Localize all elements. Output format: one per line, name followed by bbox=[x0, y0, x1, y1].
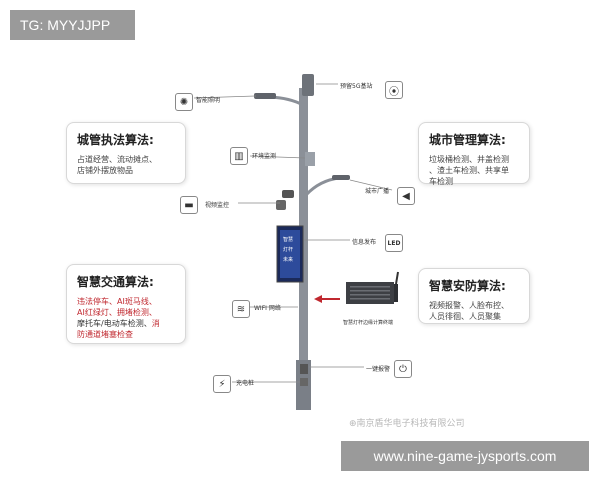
city-management-title: 城市管理算法: bbox=[429, 133, 506, 147]
charging-icon: ⚡ bbox=[213, 375, 231, 393]
smart-traffic-line: AI红绿灯、拥堵检测、 bbox=[77, 308, 157, 317]
city-management-box: 城市管理算法: 垃圾桶检测、井盖检测 、渣土车检测、共享单 车检测 bbox=[418, 122, 530, 186]
env-sensor bbox=[305, 152, 315, 166]
city-management-line: 垃圾桶检测、井盖检测 bbox=[429, 155, 509, 164]
smart-security-line: 视频报警、人脸布控、 bbox=[429, 301, 509, 310]
camera-icon: ▬ bbox=[180, 196, 198, 214]
smart-security-box: 智慧安防算法: 视频报警、人脸布控、 人员徘徊、人员聚集 bbox=[418, 268, 530, 324]
city-management-line: 、渣土车检测、共享单 bbox=[429, 166, 509, 175]
smart-traffic-line: 违法停车、AI斑马线、 bbox=[77, 297, 157, 306]
charger-port bbox=[300, 378, 308, 386]
label-env-monitor: 环境监测 bbox=[252, 153, 277, 160]
edge-device bbox=[346, 282, 394, 304]
lamp-head bbox=[254, 93, 276, 99]
env-monitor-icon: ▥ bbox=[230, 147, 248, 165]
led-icon: LED bbox=[385, 234, 403, 252]
label-edge-computing: 智慧灯杆边缘计算终端 bbox=[343, 320, 394, 326]
camera bbox=[282, 190, 294, 198]
antenna-icon: ⦿ bbox=[385, 81, 403, 99]
screen-text-2: 灯杆 bbox=[283, 247, 294, 253]
label-info-release: 信息发布 bbox=[352, 239, 377, 246]
label-charging: 充电桩 bbox=[236, 380, 255, 387]
smart-traffic-red-text: 消 bbox=[151, 319, 160, 328]
speaker-icon: ◀ bbox=[397, 187, 415, 205]
urban-enforcement-line: 占道经营、流动摊点、 bbox=[77, 155, 157, 164]
alarm-box bbox=[300, 364, 308, 374]
light-bulb-icon: ✺ bbox=[175, 93, 193, 111]
smart-traffic-line: 防通道堵塞检查 bbox=[77, 330, 133, 339]
label-wifi: WIFI 网络 bbox=[254, 305, 281, 312]
city-management-line: 车检测 bbox=[429, 177, 453, 186]
label-broadcast: 城市广播 bbox=[365, 188, 390, 195]
5g-module bbox=[302, 74, 314, 96]
screen-text-3: 未来 bbox=[283, 257, 294, 263]
smart-traffic-box: 智慧交通算法: 违法停车、AI斑马线、 AI红绿灯、拥堵检测、 摩托车/电动车检… bbox=[66, 264, 186, 344]
company-watermark: ⊕南京盾华电子科技有限公司 bbox=[349, 419, 465, 429]
label-alarm: 一键报警 bbox=[366, 366, 391, 373]
broadcast-arm bbox=[304, 176, 341, 197]
smart-traffic-title: 智慧交通算法: bbox=[77, 275, 154, 289]
channel-tag: TG: MYYJJPP bbox=[10, 10, 135, 40]
urban-enforcement-line: 店铺外摆放物品 bbox=[77, 166, 133, 175]
label-video-monitor: 视频监控 bbox=[205, 202, 230, 209]
alarm-icon: ⏻ bbox=[394, 360, 412, 378]
site-url-banner[interactable]: www.nine-game-jysports.com bbox=[341, 441, 589, 471]
smart-traffic-dark-text: 摩托车/电动车检测、 bbox=[77, 319, 152, 328]
label-5g-base: 预留5G基站 bbox=[340, 83, 373, 90]
wifi-icon: ≋ bbox=[232, 300, 250, 318]
urban-enforcement-box: 城管执法算法: 占道经营、流动摊点、 店铺外摆放物品 bbox=[66, 122, 186, 184]
label-smart-lighting: 智能照明 bbox=[196, 97, 221, 104]
urban-enforcement-title: 城管执法算法: bbox=[77, 133, 154, 147]
smart-security-title: 智慧安防算法: bbox=[429, 279, 506, 293]
screen-text-1: 智慧 bbox=[283, 237, 294, 243]
smart-security-line: 人员徘徊、人员聚集 bbox=[429, 312, 501, 321]
